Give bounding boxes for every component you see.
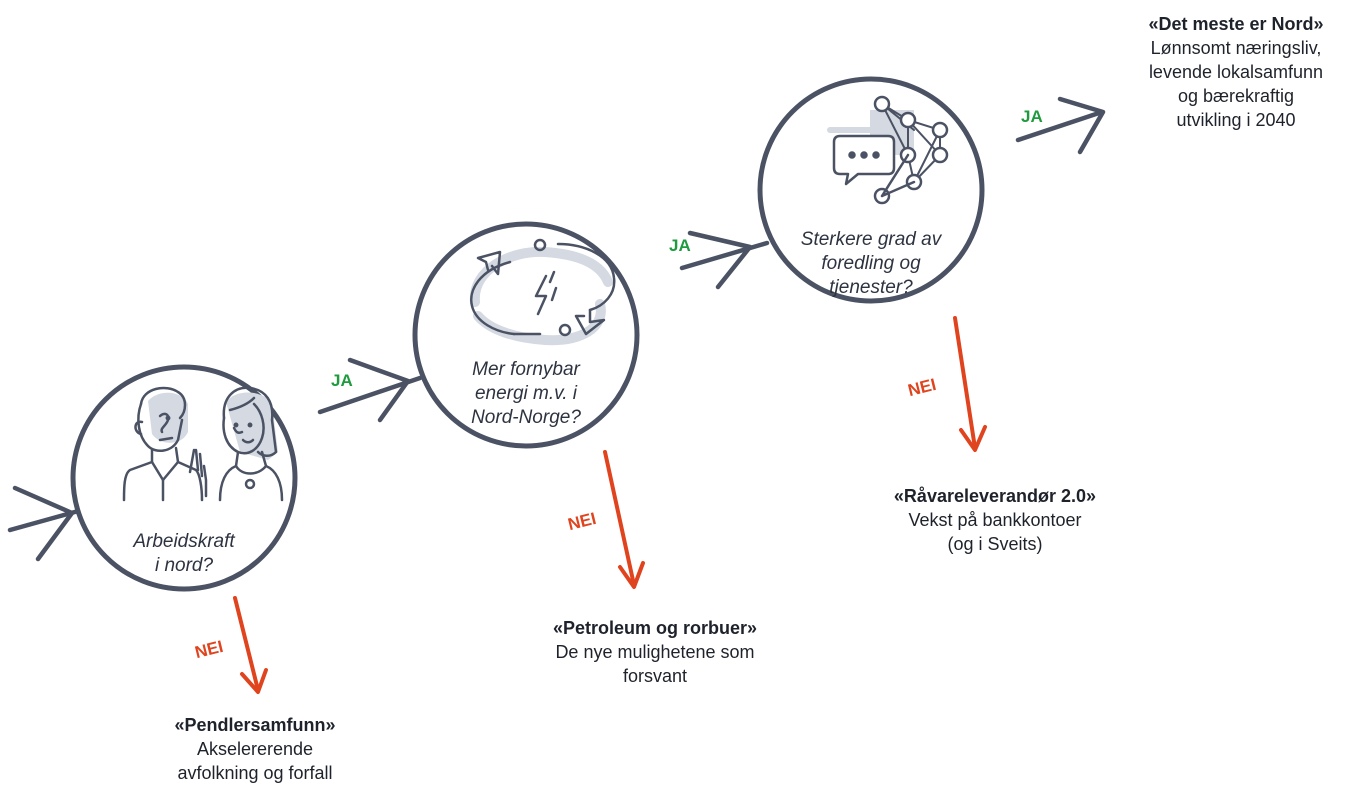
no-arrows: [233, 316, 987, 694]
outcome-title-3: «Råvareleverandør 2.0»: [893, 486, 1097, 506]
nei-arrowhead-2: [618, 561, 645, 589]
outcome-text-4: Lønnsomt næringsliv, levende lokalsamfun…: [1148, 38, 1324, 130]
outcome-title-1: «Pendlersamfunn»: [174, 715, 336, 735]
outcome-text-1: Akselererende avfolkning og forfall: [177, 739, 333, 783]
nei-line-1: [233, 596, 260, 692]
node-question-1: Arbeidskraft i nord?: [133, 531, 235, 576]
arrowhead-final: [1057, 96, 1106, 155]
outcome-3: «Råvareleverandør 2.0» Vekst på bankkont…: [860, 484, 1130, 556]
flow-line-3-end: [1015, 109, 1105, 143]
outcome-title-4: «Det meste er Nord»: [1148, 14, 1324, 34]
outcome-2: «Petroleum og rorbuer» De nye muligheten…: [510, 616, 800, 688]
people-icon: [122, 386, 284, 502]
nei-arrowhead-3: [959, 425, 987, 452]
yes-label-1: JA: [331, 371, 353, 390]
renewable-energy-icon: [469, 238, 616, 346]
main-flow: [7, 96, 1106, 562]
node-question-3: Sterkere grad av foredling og tjenester?: [800, 229, 942, 298]
outcome-text-3: Vekst på bankkontoer (og i Sveits): [908, 510, 1082, 554]
node-question-2: Mer fornybar energi m.v. i Nord-Norge?: [471, 359, 581, 428]
ai-chat-network-icon: [827, 95, 949, 205]
nei-line-3: [953, 316, 977, 450]
flow-line-2-3: [679, 240, 770, 271]
nei-line-2: [603, 450, 636, 587]
outcome-text-2: De nye mulighetene som forsvant: [555, 642, 755, 686]
outcome-1: «Pendlersamfunn» Akselererende avfolknin…: [140, 713, 370, 785]
nei-arrowhead-1: [240, 668, 268, 694]
arrowhead-2-3: [687, 230, 753, 290]
outcome-4: «Det meste er Nord» Lønnsomt næringsliv,…: [1118, 12, 1354, 132]
yes-label-3: JA: [1021, 107, 1043, 126]
outcome-title-2: «Petroleum og rorbuer»: [552, 618, 758, 638]
node-circle-3: [757, 76, 985, 304]
arrowhead-1-2: [347, 357, 411, 423]
yes-label-2: JA: [669, 236, 691, 255]
arrowhead-entry: [12, 485, 75, 562]
